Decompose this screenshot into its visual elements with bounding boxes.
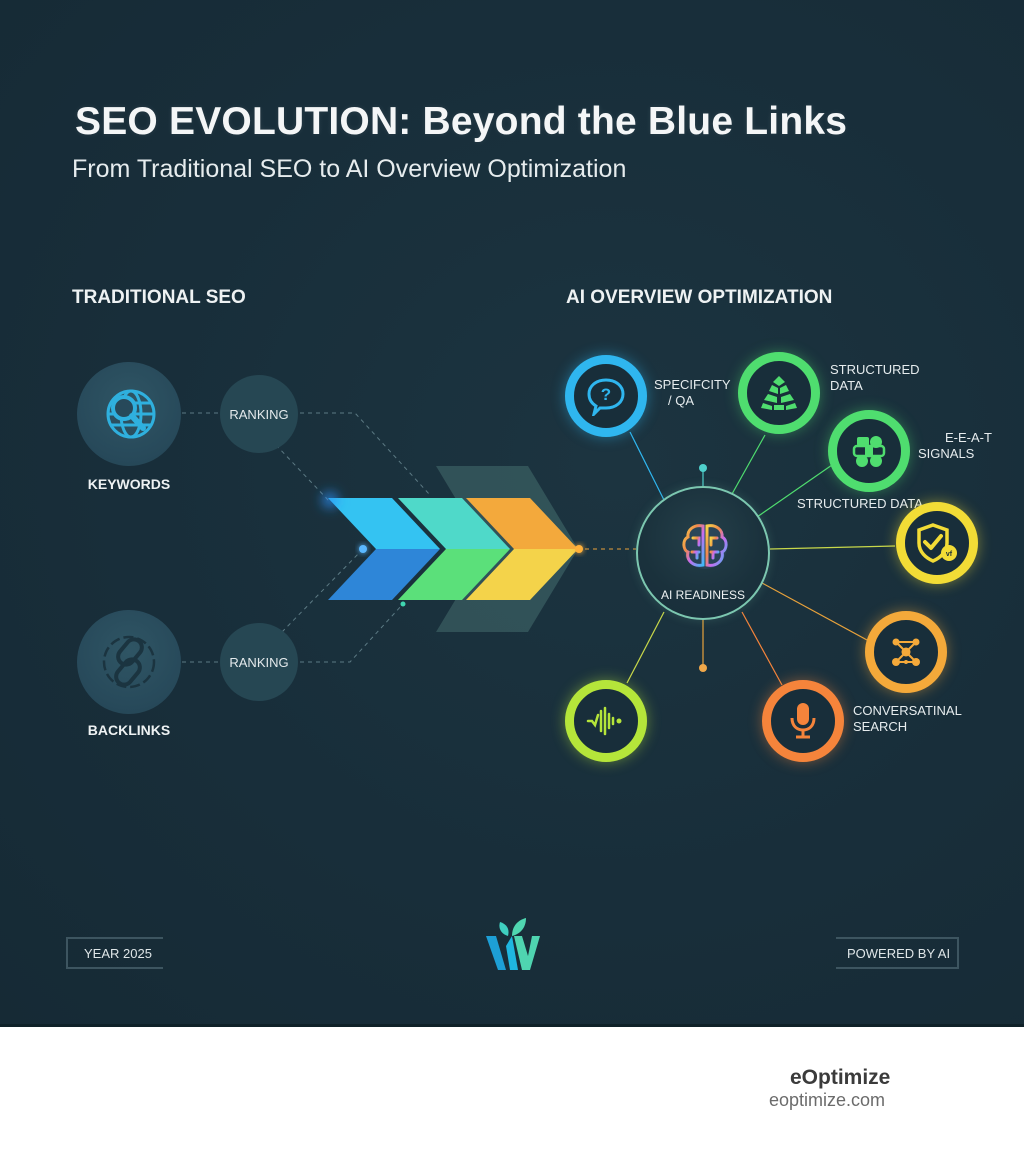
eeat-signals-label: E-E-A-T SIGNALS — [918, 430, 992, 461]
infographic-panel: SEO EVOLUTION: Beyond the Blue Links Fro… — [0, 0, 1024, 1027]
specificity-qa-node: ? — [565, 355, 647, 437]
structured-data-label-2: STRUCTURED DATA — [797, 496, 923, 511]
backlinks-label: BACKLINKS — [87, 722, 171, 738]
pyramid-blocks-icon — [761, 376, 797, 410]
structured-data-label: STRUCTURED DATA — [830, 362, 920, 393]
svg-text:vf: vf — [946, 551, 953, 558]
ai-overview-heading: AI OVERVIEW OPTIMIZATION — [566, 287, 833, 308]
year-badge: YEAR 2025 — [66, 937, 163, 969]
keywords-label: KEYWORDS — [87, 476, 171, 492]
page-title: SEO EVOLUTION: Beyond the Blue Links — [75, 100, 848, 143]
powered-by-badge: POWERED BY AI — [836, 937, 959, 969]
keywords-node — [77, 362, 181, 466]
globe-search-icon — [106, 389, 156, 439]
backlinks-node — [77, 610, 181, 714]
voice-wave-node — [565, 680, 647, 762]
structured-data-node — [738, 352, 820, 434]
leaf-w-logo — [486, 918, 540, 970]
brand-name: eOptimize — [790, 1066, 891, 1089]
conversational-search-node — [762, 680, 844, 762]
hub-label: AI READINESS — [660, 588, 746, 602]
brain-icon — [682, 524, 728, 569]
node-graph-icon — [892, 638, 920, 666]
conversational-search-label: CONVERSATINAL SEARCH — [853, 703, 962, 734]
entity-graph-node — [865, 611, 947, 693]
sound-wave-icon — [586, 706, 622, 736]
microphone-icon — [790, 703, 816, 739]
question-bubble-icon: ? — [587, 378, 625, 416]
page-subtitle: From Traditional SEO to AI Overview Opti… — [72, 155, 627, 183]
svg-text:?: ? — [601, 385, 611, 404]
eeat-signals-node — [828, 410, 910, 492]
connector-lines — [182, 412, 896, 686]
specificity-qa-label: SPECIFCITY / QA — [654, 377, 731, 408]
trust-shield-node: vf — [896, 502, 978, 584]
chain-link-icon — [102, 635, 156, 689]
traditional-seo-heading: TRADITIONAL SEO — [72, 287, 246, 308]
ranking-node-keywords: RANKING — [220, 375, 298, 453]
network-blocks-icon — [852, 436, 886, 467]
ai-readiness-hub: AI READINESS — [636, 486, 770, 620]
ranking-node-backlinks: RANKING — [220, 623, 298, 701]
brand-url[interactable]: eoptimize.com — [769, 1090, 886, 1110]
shield-check-icon: vf — [917, 523, 957, 563]
